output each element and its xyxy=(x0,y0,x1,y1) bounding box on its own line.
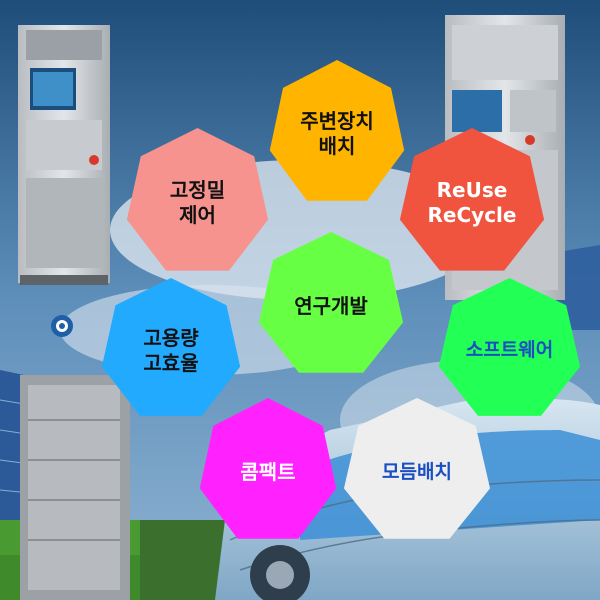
node-reuse-recycle: ReUse ReCycle xyxy=(399,128,545,271)
node-label: 주변장치 배치 xyxy=(300,109,374,158)
node-research-development: 연구개발 xyxy=(258,232,404,373)
node-label: 소프트웨어 xyxy=(465,339,554,361)
node-high-precision-control: 고정밀 제어 xyxy=(126,128,269,271)
node-label: 고정밀 제어 xyxy=(169,178,226,227)
node-peripheral-layout: 주변장치 배치 xyxy=(269,60,405,201)
target-icon xyxy=(51,315,73,337)
node-label: 연구개발 xyxy=(294,293,368,318)
node-high-capacity-efficiency: 고용량 고효율 xyxy=(101,278,241,416)
node-compact: 콤팩트 xyxy=(199,398,337,539)
node-label: 콤팩트 xyxy=(240,459,296,484)
node-label: 모듬배치 xyxy=(382,460,452,483)
node-software: 소프트웨어 xyxy=(438,278,581,416)
test-cabinet-left xyxy=(18,25,110,285)
node-modular-layout: 모듬배치 xyxy=(343,398,491,539)
node-label: ReUse ReCycle xyxy=(427,178,517,227)
test-cabinet-bottom-left xyxy=(20,375,130,600)
node-label: 고용량 고효율 xyxy=(143,325,199,375)
